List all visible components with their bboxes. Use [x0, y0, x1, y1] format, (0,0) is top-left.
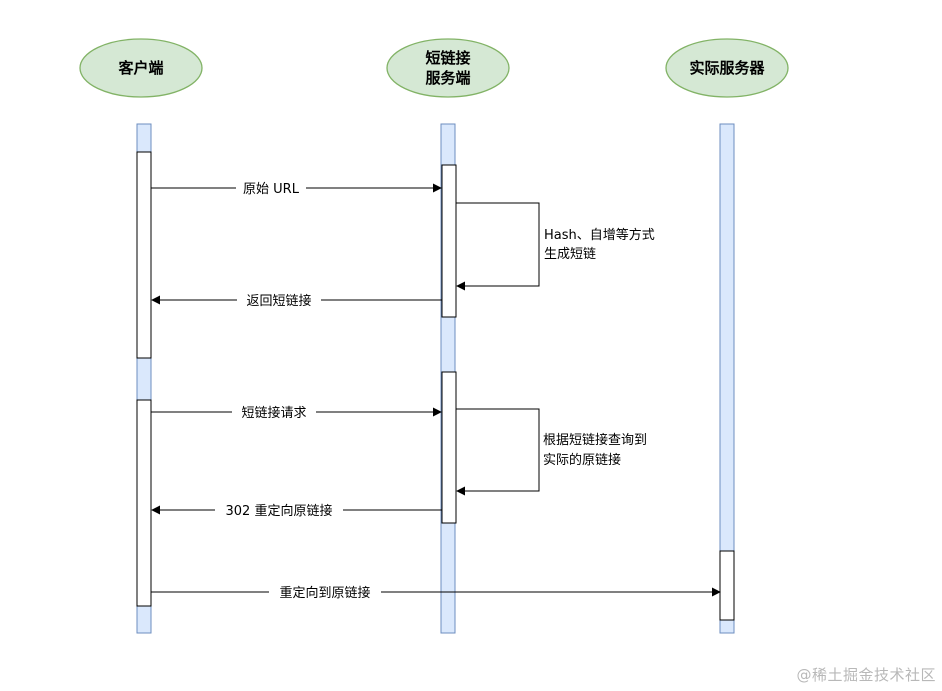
actor-label: 客户端 [117, 59, 163, 77]
note-line-1: 根据短链接查询到 [543, 432, 647, 448]
activation-client-2 [136, 399, 152, 607]
message-label-background [236, 180, 306, 196]
message-label-text: 返回短链接 [246, 293, 311, 309]
message-label-background [269, 584, 381, 600]
message-label-background [237, 292, 321, 308]
note-line-2: 实际的原链接 [543, 452, 621, 468]
activation-shortener-2 [441, 371, 457, 524]
message-label-302-redirect: 302 重定向原链接 [215, 502, 343, 519]
watermark: @稀土掘金技术社区 [796, 666, 936, 684]
message-label-text: 短链接请求 [241, 405, 306, 421]
lifeline-origin-server [719, 123, 735, 634]
message-label-original-url: 原始 URL [236, 180, 306, 197]
message-label-redirect-to-origin: 重定向到原链接 [269, 584, 381, 601]
actor-label-line-2: 服务端 [425, 69, 470, 87]
activation-shortener-1 [441, 164, 457, 318]
message-label-text: 原始 URL [243, 182, 300, 197]
actor-origin-server: 实际服务器 [665, 38, 789, 98]
message-label-text: 302 重定向原链接 [226, 503, 333, 519]
self-call-arrow-lookup [456, 408, 540, 496]
message-label-background [232, 404, 316, 420]
note-line-1: Hash、自增等方式 [544, 227, 655, 243]
actor-ellipse [665, 38, 789, 98]
message-label-short-link-request: 短链接请求 [232, 404, 316, 421]
message-label-return-short-link: 返回短链接 [237, 292, 321, 309]
activation-origin-server [719, 550, 735, 621]
message-label-background [215, 502, 343, 518]
actor-label-line-1: 短链接 [425, 49, 470, 67]
actor-ellipse [386, 38, 510, 98]
self-call-arrow-generate [456, 202, 540, 291]
actor-client: 客户端 [79, 38, 203, 98]
note-lookup-original-link: 根据短链接查询到 实际的原链接 [543, 432, 647, 468]
actor-ellipse [79, 38, 203, 98]
note-line-2: 生成短链 [544, 247, 596, 262]
message-label-text: 重定向到原链接 [279, 585, 370, 601]
activation-client-1 [136, 151, 152, 359]
actor-label: 实际服务器 [689, 59, 765, 77]
note-generate-short-link: Hash、自增等方式 生成短链 [544, 227, 655, 262]
actor-shortener: 短链接 服务端 [386, 38, 510, 98]
